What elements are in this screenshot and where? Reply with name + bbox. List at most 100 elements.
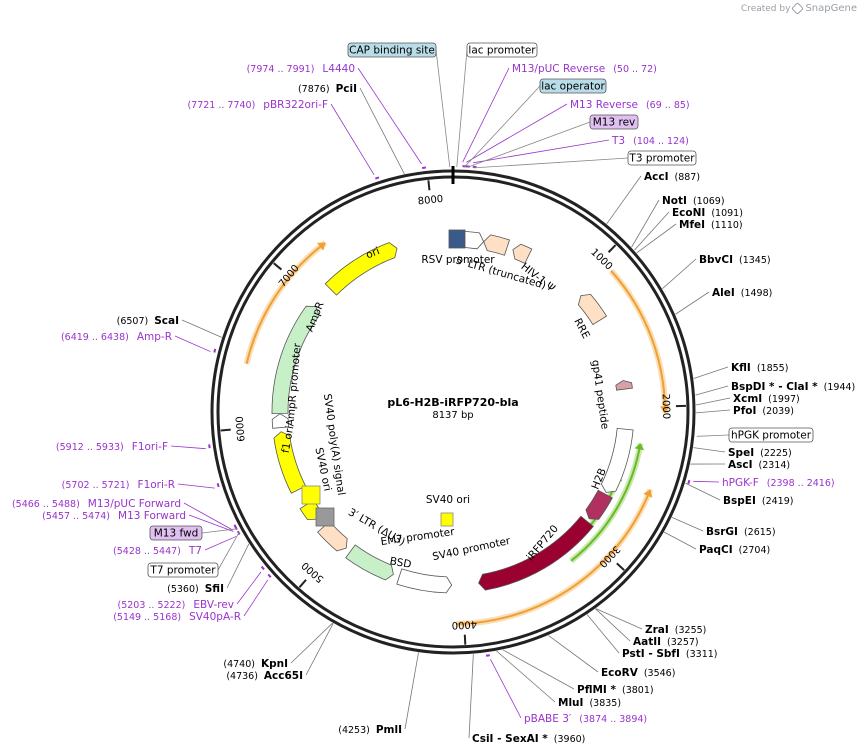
site-position: (1110): [711, 220, 743, 231]
site-noti: NotI(1069): [662, 195, 725, 207]
site-spei: SpeI(2225): [728, 447, 792, 459]
site-position: (2615): [744, 527, 776, 538]
site-position: (3960): [554, 734, 586, 745]
site-aatii: AatII(3257): [633, 636, 699, 648]
primer-t3: T3(104 .. 124): [611, 135, 689, 147]
primer-name: pBR322ori-F: [263, 99, 328, 111]
site-asci: AscI(2314): [728, 459, 790, 471]
watermark: Created by SnapGene: [741, 2, 857, 15]
box-leader: [464, 85, 541, 168]
box-leader: [467, 121, 591, 168]
primer-position: (5203 .. 5222): [118, 600, 186, 611]
site-name: PflMI *: [577, 684, 616, 696]
site-name: BsrGI: [706, 526, 738, 538]
site-bsrgi: BsrGI (2615): [706, 526, 776, 538]
box-lac-operator: [539, 78, 607, 94]
primer-leader: [170, 445, 206, 450]
site-name: EcoNI: [672, 207, 705, 219]
primer-pbabe-3: pBABE 3′(3874 .. 3894): [524, 713, 647, 725]
primer-leader: [204, 536, 237, 551]
ring-tick-label: 2000: [660, 394, 672, 420]
primer-mark: [208, 444, 211, 449]
site-leader: [693, 447, 726, 453]
primer-sv40pa-r: (5149 .. 5168)SV40pA-R: [113, 611, 241, 623]
site-name: AleI: [712, 287, 735, 299]
site-position: (1069): [693, 196, 725, 207]
site-leader: [695, 409, 731, 414]
watermark-brand: SnapGene: [805, 3, 857, 14]
box-label-lac-promoter: lac promoter: [468, 45, 536, 57]
site-bspei: BspEI(2419): [723, 495, 793, 507]
site-leader: [359, 87, 405, 175]
site-leader: [685, 482, 721, 501]
site-csii-sexai: CsiI - SexAI *(3960): [472, 733, 585, 745]
feature-rre: [577, 293, 608, 326]
site-position: (3801): [622, 685, 654, 696]
primer-mark: [216, 482, 220, 488]
label-sv40-ori-center: SV40 ori: [426, 494, 470, 506]
site-scai: (6507) ScaI: [117, 315, 179, 327]
label-rre: RRE: [571, 316, 592, 340]
orf-arc-2-head: [643, 489, 653, 498]
site-bspdi-clai: BspDI * - ClaI *(1944): [731, 381, 855, 393]
box-label-m13-fwd: M13 fwd: [154, 528, 199, 540]
site-position: (6507): [117, 316, 149, 327]
primer-name: hPGK-F: [722, 477, 759, 489]
site-name: PaqCI: [699, 544, 733, 556]
site-pcii: (7876)PciI: [298, 83, 357, 95]
primer-name: Amp-R: [137, 331, 172, 343]
primer-leader: [183, 502, 233, 531]
primer-m13-reverse: M13 Reverse(69 .. 85): [570, 99, 690, 111]
ring-tick-6000: [220, 428, 231, 432]
orf-arc-1-head: [659, 406, 670, 413]
box-hpgk-promoter: [728, 427, 814, 443]
site-position: (1855): [757, 363, 789, 374]
primer-mark: [267, 573, 272, 578]
primer-name: M13 Forward: [118, 510, 186, 522]
primer-position: (69 .. 85): [646, 100, 690, 111]
primer-leader: [357, 67, 422, 165]
site-position: (887): [674, 172, 700, 183]
site-leader: [636, 223, 677, 254]
site-name: AccI: [644, 171, 668, 183]
site-leader: [695, 397, 731, 406]
primer-position: (5457 .. 5474): [42, 511, 110, 522]
ring-tick-1000: [607, 244, 617, 253]
box-lac-promoter: [466, 42, 538, 58]
feature-ampr: [271, 305, 320, 415]
site-pfoi: PfoI(2039): [733, 405, 794, 417]
site-name: PmlI: [376, 724, 402, 736]
label-bsd: BSD: [389, 555, 413, 571]
ring-tick-label: 5000: [300, 559, 326, 584]
box-t7-promoter: [147, 562, 219, 578]
feature-hpgk-promoter: [600, 427, 634, 493]
feature-arrows: [271, 229, 634, 594]
primer-position: (2398 .. 2416): [767, 478, 835, 489]
site-acci: AccI (887): [644, 171, 700, 183]
ring-tick-label: 4000: [451, 618, 477, 630]
box-label-t7-promoter: T7 promoter: [149, 565, 216, 577]
site-position: (2704): [739, 545, 771, 556]
primer-leader: [243, 579, 269, 617]
primer-name: M13/pUC Forward: [88, 498, 181, 510]
feature-5-ltr-truncated: [483, 234, 511, 256]
site-name: BspEI: [723, 495, 756, 507]
ring-tick-7000: [273, 262, 283, 271]
site-leader: [404, 652, 419, 730]
primer-leader: [174, 335, 211, 352]
site-mfei: MfeI(1110): [679, 219, 743, 231]
primer-position: (3874 .. 3894): [579, 714, 647, 725]
primer-pbr322ori-f: (7721 .. 7740)pBR322ori-F: [187, 99, 328, 111]
site-leader: [595, 608, 631, 642]
feature-ampr-promoter: [271, 413, 290, 429]
site-position: (4253): [338, 725, 370, 736]
site-name: ScaI: [154, 315, 179, 327]
lac-operator-block: [448, 229, 466, 249]
primer-name: M13/pUC Reverse: [512, 63, 605, 75]
feature-h2b: [585, 489, 613, 520]
site-name: Acc65I: [264, 670, 303, 682]
site-position: (2039): [762, 406, 794, 417]
site-leader: [662, 258, 697, 289]
site-position: (3835): [589, 698, 621, 709]
label-f1-ori: f1 ori: [280, 425, 297, 454]
